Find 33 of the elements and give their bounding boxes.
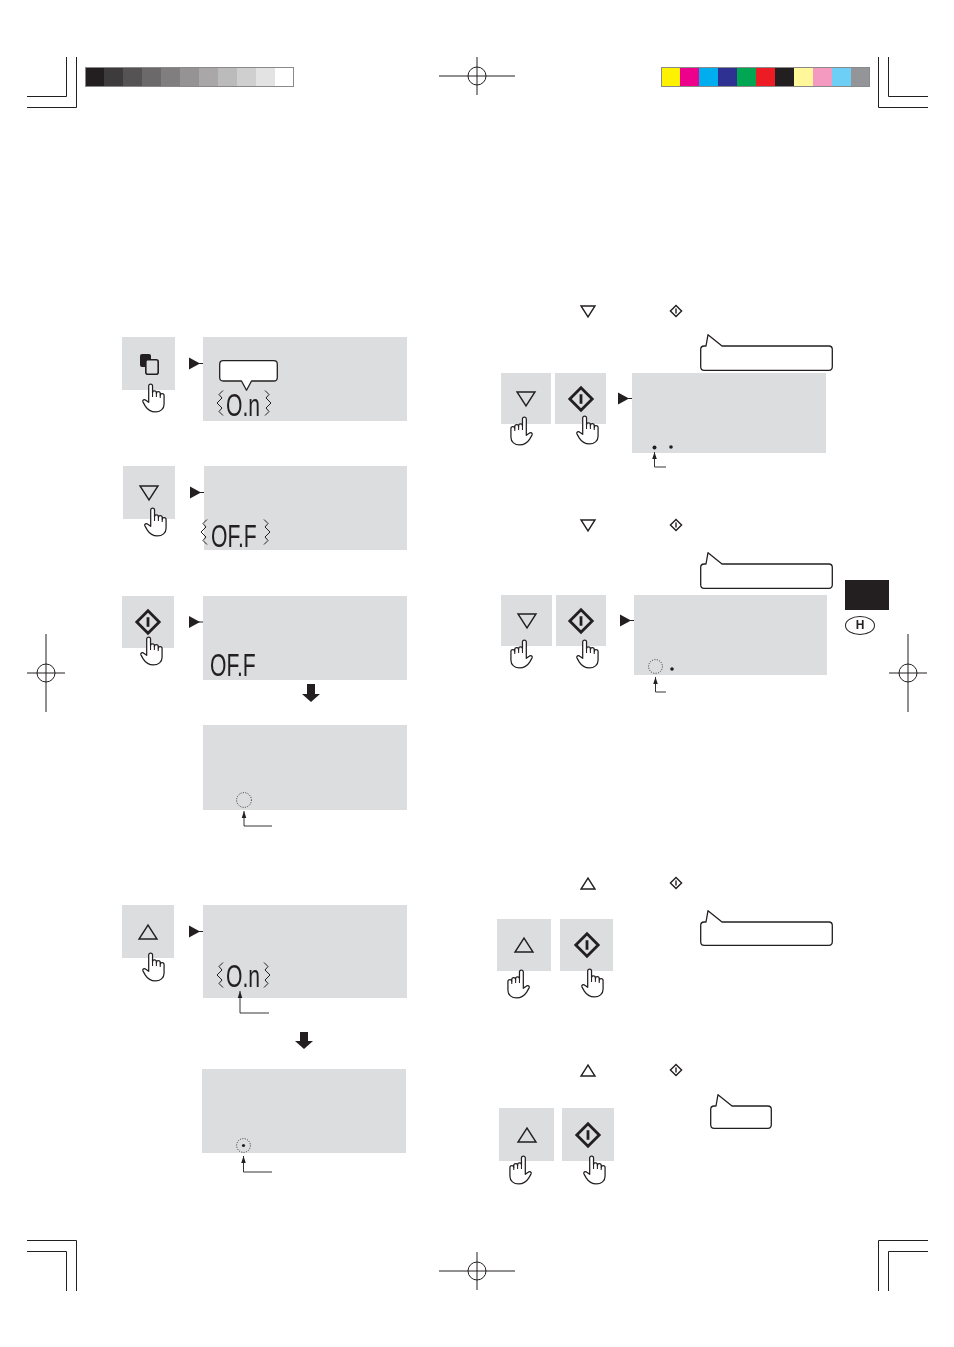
down-button <box>123 466 175 519</box>
down-button <box>501 373 551 424</box>
lcd-display <box>203 905 407 998</box>
indicator-circle <box>236 792 252 808</box>
start-button <box>556 595 606 646</box>
down-button <box>501 595 552 646</box>
lcd-display <box>203 596 407 680</box>
start-button <box>122 596 174 648</box>
speech-bubble <box>700 910 833 946</box>
indicator-circle <box>648 659 663 674</box>
up-button <box>499 1108 554 1161</box>
lcd-display <box>632 373 826 453</box>
up-button <box>122 905 174 958</box>
display-text: OF.F <box>210 651 256 679</box>
lcd-display <box>202 1069 406 1153</box>
indicator-circle <box>236 1138 251 1153</box>
indicator-dot <box>652 445 657 450</box>
speech-bubble <box>700 552 833 589</box>
start-button <box>555 373 606 424</box>
start-button <box>562 1108 614 1161</box>
lcd-display <box>203 337 407 421</box>
up-button <box>497 919 551 971</box>
display-text: O.n <box>226 391 261 419</box>
copy-button <box>122 337 175 390</box>
start-button <box>560 919 613 971</box>
lcd-display <box>203 725 407 810</box>
lcd-display <box>204 466 407 550</box>
lcd-display <box>634 595 827 675</box>
speech-bubble <box>710 1094 772 1129</box>
display-text: O.n <box>226 962 261 990</box>
speech-bubble <box>219 360 278 391</box>
speech-bubble <box>700 334 833 371</box>
display-text: OF.F <box>211 522 257 550</box>
